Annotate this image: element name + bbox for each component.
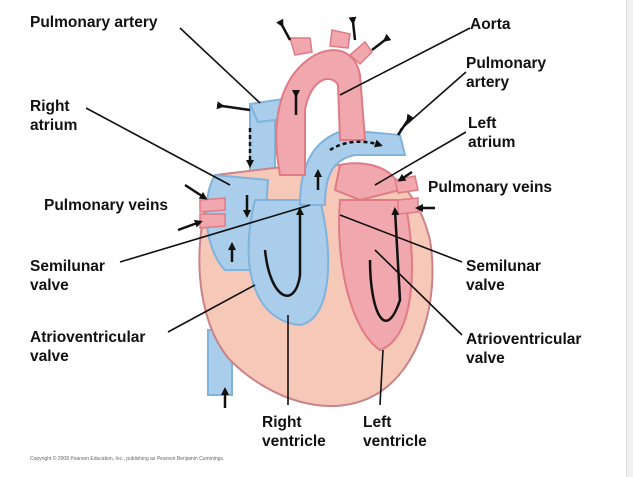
label-pulmonary-veins-right: Pulmonary veins [428, 179, 553, 196]
scrollbar-track[interactable] [626, 0, 633, 477]
right-ventricle-chamber [247, 199, 330, 327]
pulmonary-veins-left-vessels [199, 197, 226, 229]
left-atrium-chamber [333, 162, 402, 202]
label-atrioventricular-valve-left: Atrioventricular valve [30, 329, 146, 365]
copyright-notice: Copyright © 2008 Pearson Education, Inc.… [30, 456, 225, 462]
label-pulmonary-artery-left: Pulmonary artery [30, 14, 158, 31]
label-aorta: Aorta [470, 16, 511, 33]
label-pulmonary-veins-left: Pulmonary veins [44, 197, 169, 214]
label-left-ventricle: Left ventricle [363, 414, 427, 450]
flow-arrows [177, 16, 435, 408]
aorta-vessel [275, 49, 367, 176]
label-atrioventricular-valve-right: Atrioventricular valve [466, 331, 582, 367]
label-semilunar-valve-right: Semilunar valve [466, 258, 541, 294]
label-left-atrium: Left atrium [468, 115, 516, 151]
label-pulmonary-artery-right: Pulmonary artery [466, 55, 547, 91]
label-right-atrium: Right atrium [30, 98, 78, 134]
label-semilunar-valve-left: Semilunar valve [30, 258, 105, 294]
leader-lines [85, 27, 471, 406]
aorta-branches [288, 29, 373, 66]
label-right-ventricle: Right ventricle [262, 414, 326, 450]
